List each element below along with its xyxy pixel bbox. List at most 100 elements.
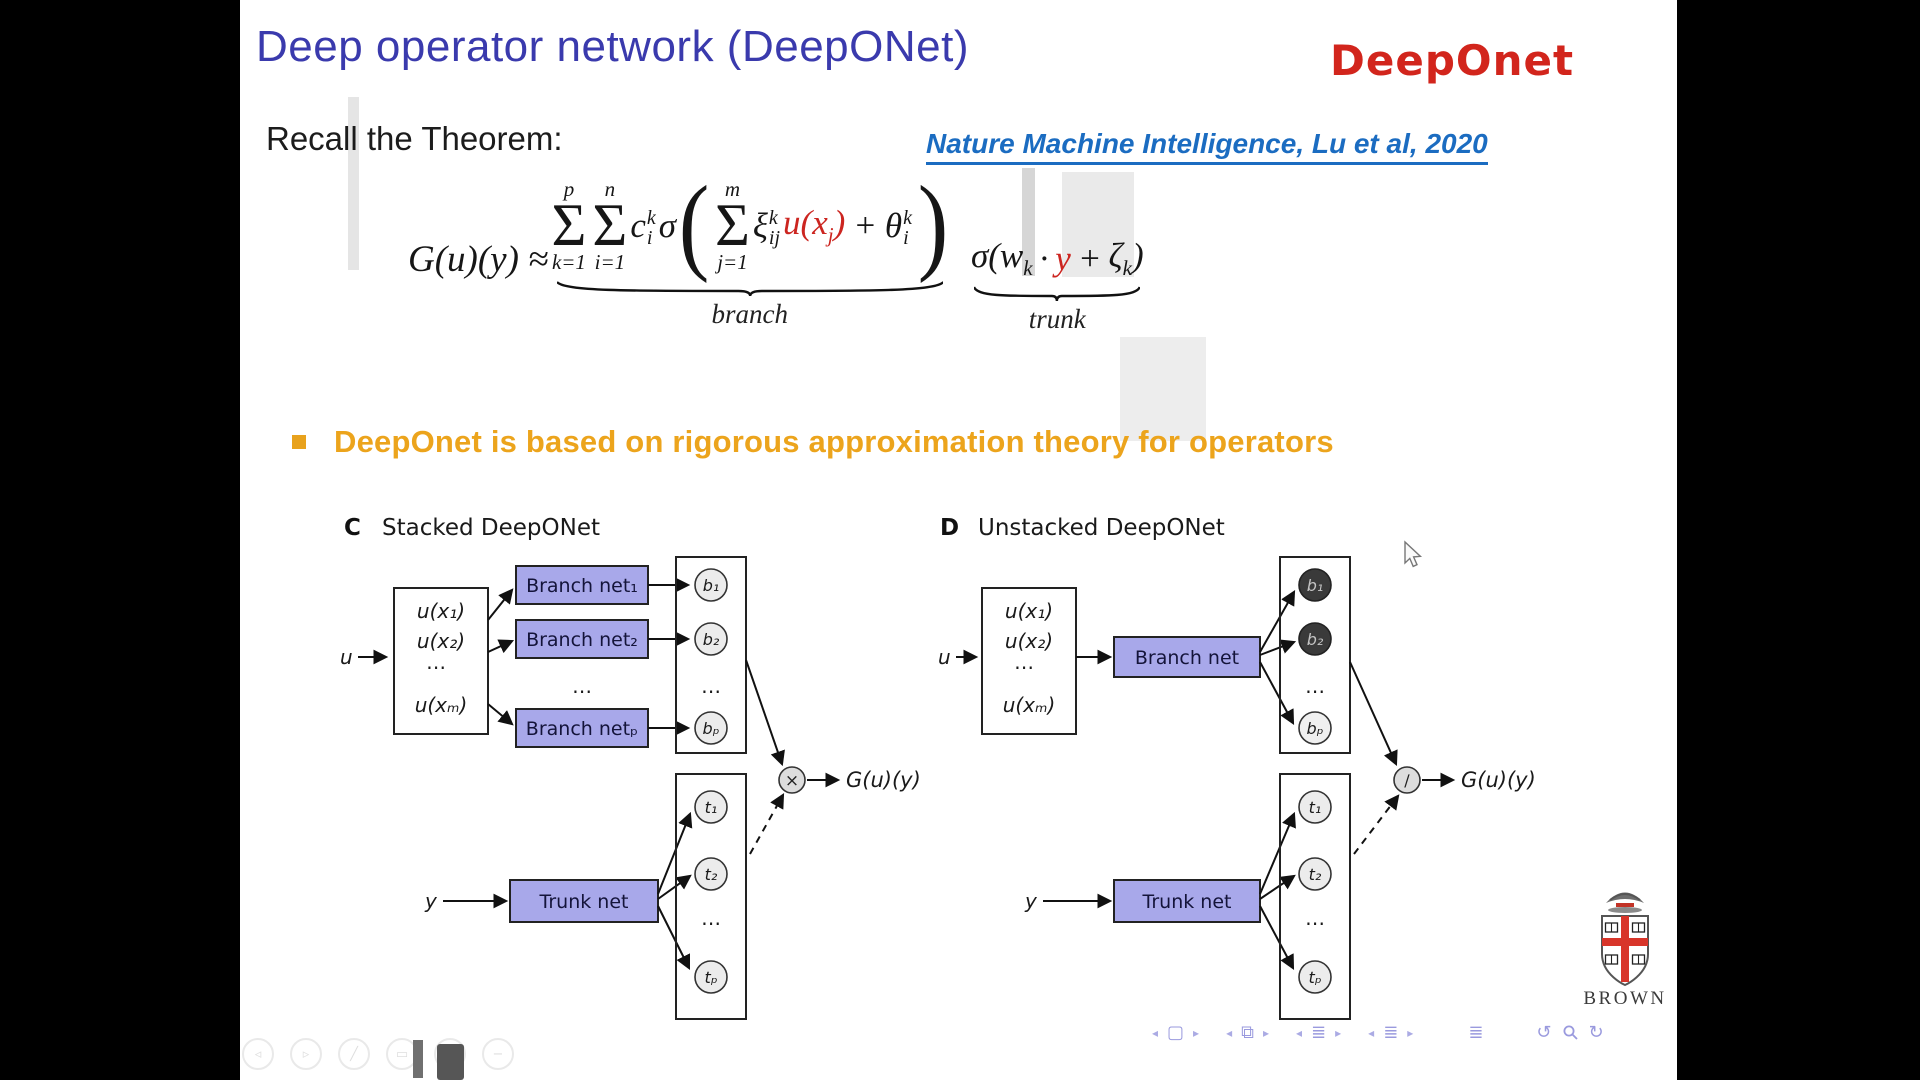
- bullet-text: DeepOnet is based on rigorous approximat…: [334, 424, 1334, 459]
- magnifier-icon[interactable]: [1562, 1024, 1579, 1041]
- branch-net-label: Branch net: [1135, 647, 1239, 669]
- left-paren: (: [678, 165, 710, 285]
- input-line: u(x₁): [1005, 599, 1053, 623]
- play-icon[interactable]: ▹: [290, 1038, 322, 1070]
- pen-icon[interactable]: ╱: [338, 1038, 370, 1070]
- bp-node: [1298, 711, 1332, 745]
- nav-next-icon[interactable]: ▸: [1193, 1025, 1200, 1040]
- branch-net-box: [1113, 636, 1261, 678]
- t2-node: [694, 857, 728, 891]
- b1-node: [694, 568, 728, 602]
- b2-label: b₂: [703, 630, 720, 649]
- dark-marker-blob: [437, 1044, 464, 1080]
- panel-title: Unstacked DeepONet: [978, 515, 1225, 541]
- tp-node: [1298, 960, 1332, 994]
- t-dots: ⋯: [1305, 911, 1325, 935]
- nav-prev-icon[interactable]: ◂: [1368, 1025, 1375, 1040]
- y-red: y: [1055, 238, 1071, 278]
- reference-link[interactable]: Nature Machine Intelligence, Lu et al, 2…: [926, 128, 1488, 165]
- trunk-net-label: Trunk net: [539, 891, 629, 913]
- trunk-sigma-open: σ(wk: [970, 236, 1033, 280]
- nav-next-icon[interactable]: ▸: [1407, 1025, 1414, 1040]
- u-input-label: u: [340, 645, 353, 669]
- xi-weight: ξ: [752, 205, 768, 245]
- redo-icon[interactable]: ↻: [1588, 1022, 1604, 1043]
- panel-letter: C: [344, 515, 361, 541]
- b1-node-dark: [1298, 568, 1332, 602]
- bullet-point: DeepOnet is based on rigorous approximat…: [292, 424, 1334, 460]
- outline-list-icon[interactable]: ≣: [1468, 1022, 1484, 1043]
- sensor-input-box: [393, 587, 489, 735]
- t-to-op-dashed-arrow: [749, 793, 785, 855]
- trunk-underbrace: [974, 286, 1140, 301]
- slide-title: Deep operator network (DeepONet): [256, 22, 969, 71]
- t2-node: [1298, 857, 1332, 891]
- theta-bias: θ: [884, 205, 903, 245]
- input-dots: ⋯: [1014, 655, 1034, 679]
- bp-label: bₚ: [1306, 719, 1323, 738]
- sigma-activation: σ: [658, 205, 677, 245]
- b-vector-box: [1279, 556, 1351, 754]
- dot-product: ·: [1039, 238, 1049, 278]
- brown-shield-icon: [1601, 915, 1649, 987]
- t1-label: t₁: [705, 798, 718, 817]
- stacked-deeponet-diagram: C Stacked DeepONet u u(x₁) u(x₂) ⋯ u(xₘ)…: [340, 515, 921, 1020]
- b1-label: b₁: [1307, 576, 1324, 595]
- b-to-op-arrow: [745, 659, 785, 767]
- brown-wordmark: BROWN: [1583, 988, 1666, 1009]
- nav-next-icon[interactable]: ▸: [1262, 1025, 1269, 1040]
- b1-label: b₁: [703, 576, 720, 595]
- panel-letter: D: [940, 515, 959, 541]
- mouse-cursor: [1404, 540, 1423, 568]
- slide-nav-toolbar: ◂ ▢ ▸ ◂ ⧉ ▸ ◂ ≣ ▸ ◂ ≣ ▸ ≣: [1152, 1022, 1604, 1043]
- multiply-symbol: ×: [785, 771, 799, 791]
- t2-label: t₂: [705, 865, 718, 884]
- input-line: u(x₂): [417, 629, 465, 653]
- nav-next-icon[interactable]: ▸: [1335, 1025, 1342, 1040]
- sum-i: n Σ i=1: [592, 177, 628, 275]
- t-vector-box: [1279, 773, 1351, 1020]
- back-icon[interactable]: ◃: [242, 1038, 274, 1070]
- windows-overview-icon[interactable]: ⧉: [1241, 1022, 1254, 1043]
- brown-university-logo: BROWN: [1583, 892, 1666, 1009]
- presentation-slide: Deep operator network (DeepONet) DeepOne…: [240, 0, 1677, 1080]
- slide-box-icon[interactable]: ▢: [1167, 1022, 1185, 1043]
- coefficient-c: c: [630, 205, 646, 245]
- u-of-xj-red: u(xj): [783, 203, 846, 248]
- right-paren: ): [917, 165, 949, 285]
- b2-node: [694, 622, 728, 656]
- formula-trunk-group: σ(wk · y + ζk) trunk: [971, 236, 1144, 335]
- t1-label: t₁: [1309, 798, 1322, 817]
- b-to-op-arrow: [1349, 661, 1398, 767]
- trunk-to-node-arrows: [657, 811, 693, 971]
- branch-net1-box: [515, 565, 649, 605]
- tp-node: [694, 960, 728, 994]
- b2-node-dark: [1298, 622, 1332, 656]
- output-label: G(u)(y): [846, 768, 921, 792]
- nav-prev-icon[interactable]: ◂: [1226, 1025, 1233, 1040]
- trunk-net-label: Trunk net: [1142, 891, 1232, 913]
- b2-label: b₂: [1307, 630, 1324, 649]
- nav-prev-icon[interactable]: ◂: [1152, 1025, 1159, 1040]
- t-dots: ⋯: [701, 911, 721, 935]
- outline-list-icon[interactable]: ≣: [1311, 1022, 1327, 1043]
- minus-icon[interactable]: −: [482, 1038, 514, 1070]
- unstacked-deeponet-diagram: D Unstacked DeepONet u u(x₁) u(x₂) ⋯ u(x…: [938, 515, 1536, 1020]
- zeta-bias: ζk): [1108, 236, 1144, 280]
- undo-icon[interactable]: ↺: [1536, 1022, 1552, 1043]
- bp-node: [694, 711, 728, 745]
- t-vector-box: [675, 773, 747, 1020]
- bullet-square-icon: [292, 435, 306, 449]
- t-to-op-dashed-arrow: [1353, 794, 1400, 855]
- outline-list-icon[interactable]: ≣: [1383, 1022, 1399, 1043]
- t1-node: [1298, 790, 1332, 824]
- deeponet-brand-text: DeepOnet: [1330, 36, 1575, 85]
- input-line: u(xₘ): [1003, 693, 1056, 717]
- branch-net2-label: Branch net₂: [526, 629, 638, 651]
- branch-netp-box: [515, 708, 649, 748]
- nav-prev-icon[interactable]: ◂: [1296, 1025, 1303, 1040]
